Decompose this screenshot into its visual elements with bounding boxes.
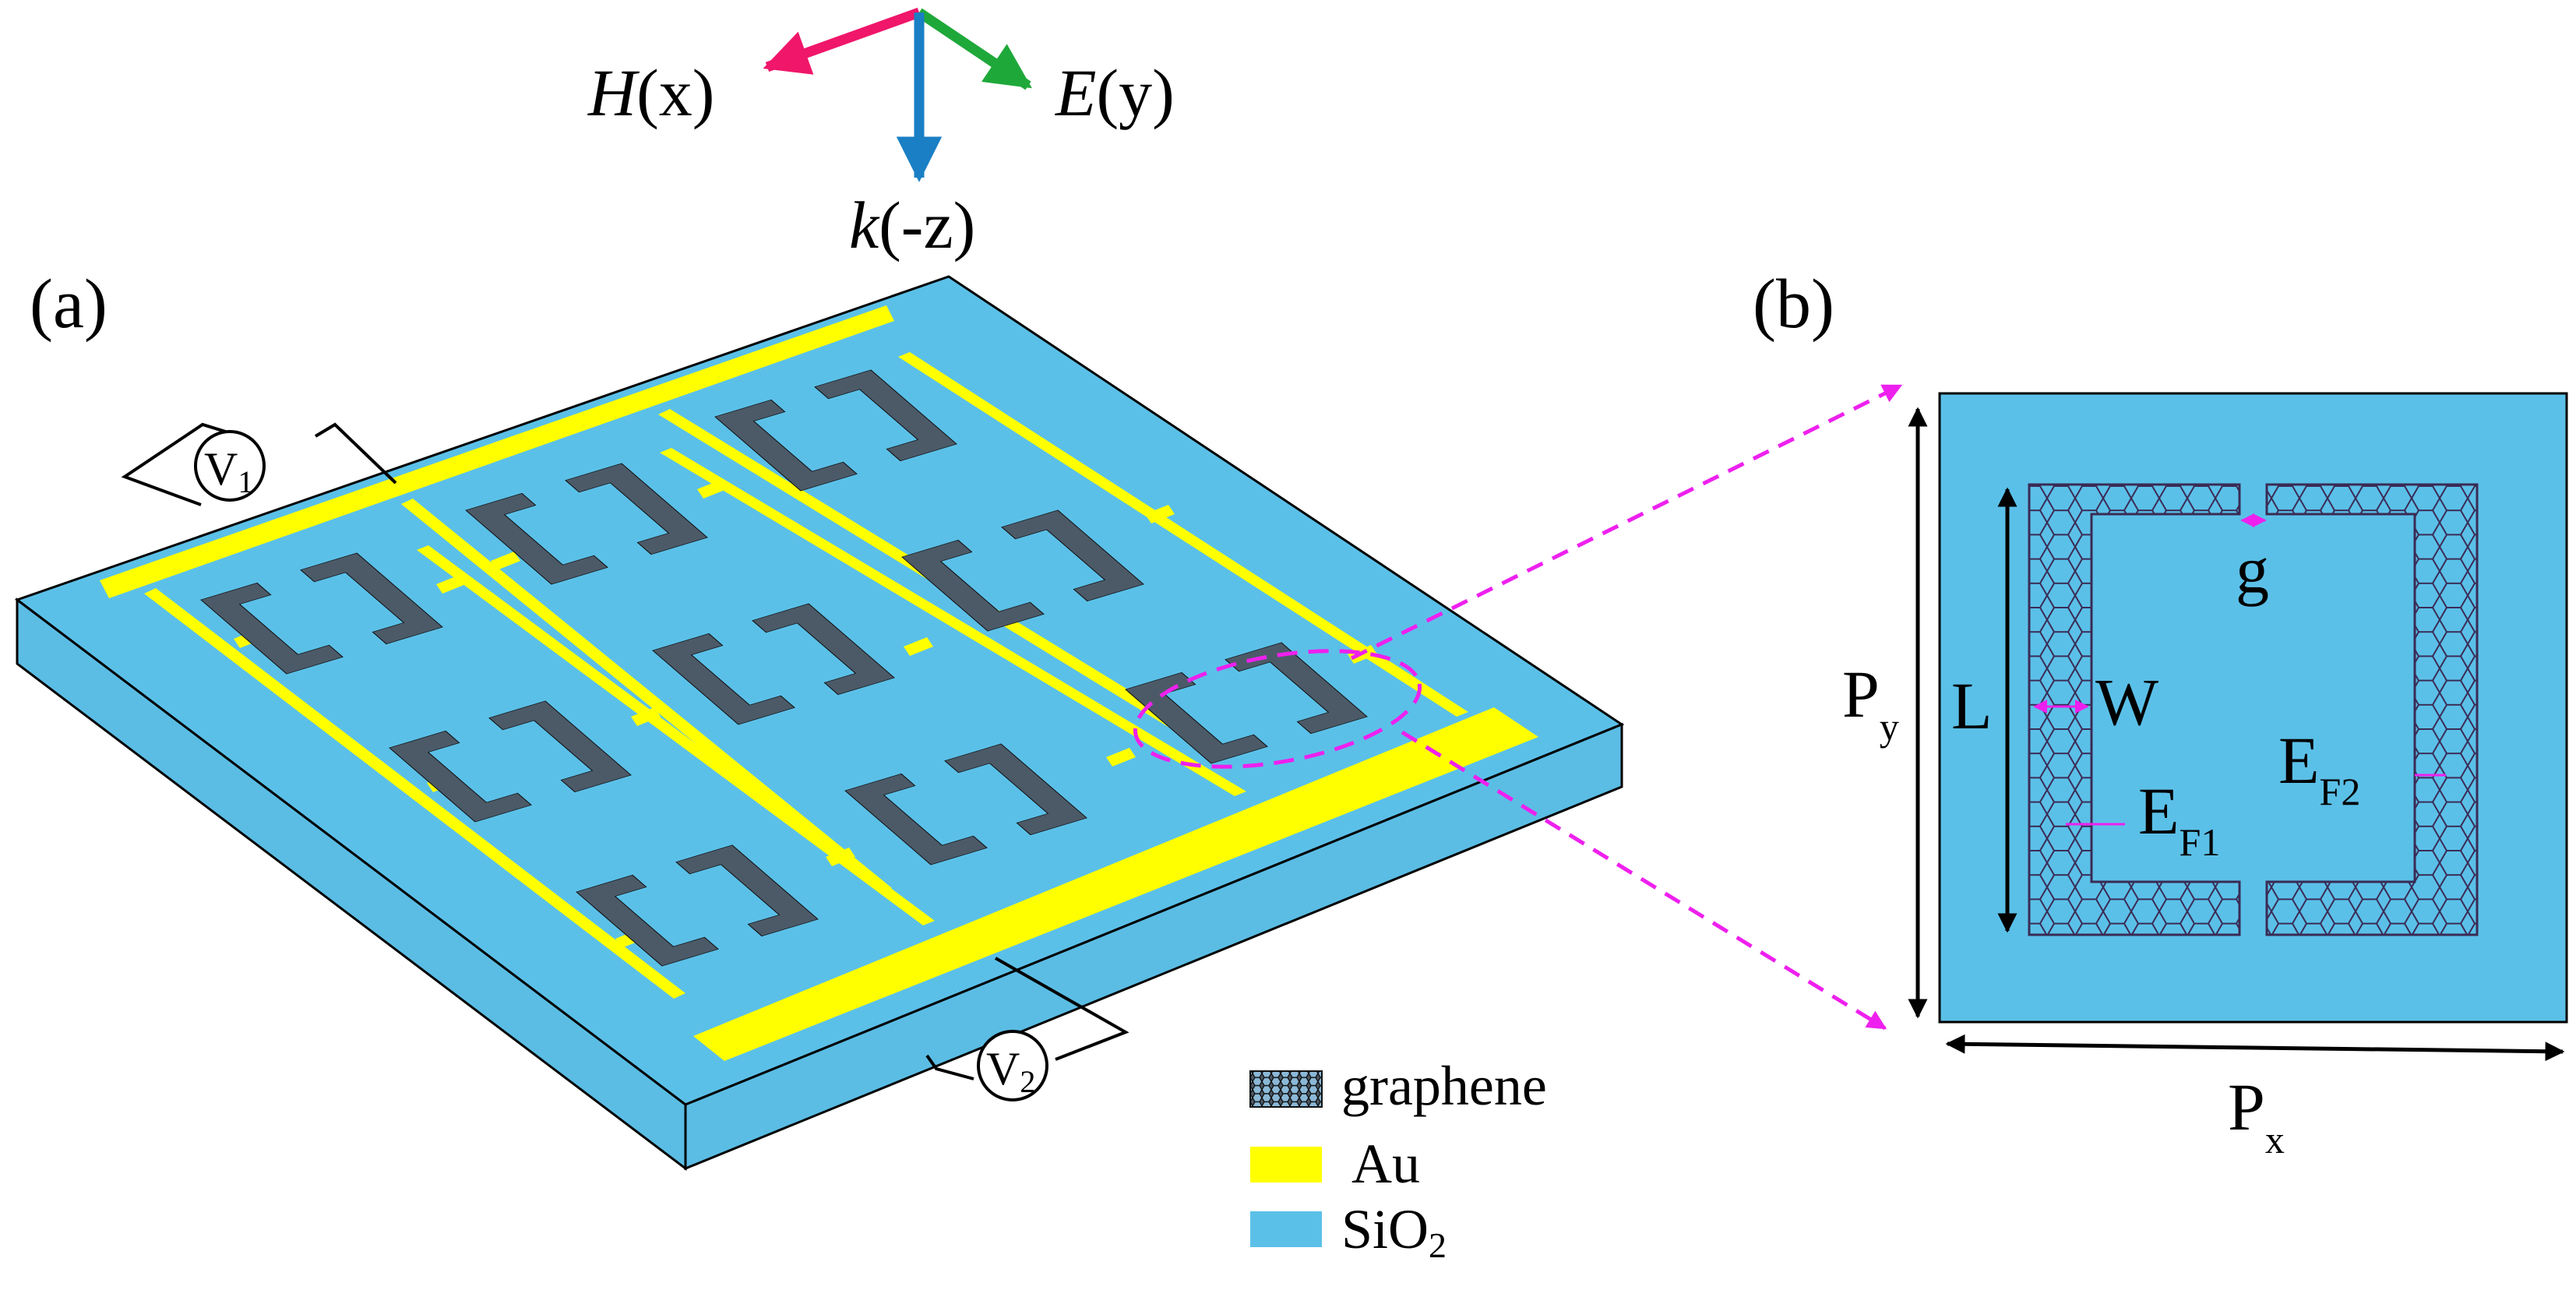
top-bus-electrode [100, 305, 894, 598]
e-axis-label: E(y) [1054, 55, 1175, 130]
legend-sio2-label: SiO2 [1341, 1198, 1447, 1265]
px-label: Px [2228, 1070, 2285, 1161]
substrate-left-face [16, 597, 687, 1172]
voltage-source-v2: V2 [925, 957, 1129, 1101]
electrode-strip [660, 448, 1246, 796]
unit-cell-graphene-ring [2028, 483, 2479, 936]
h-axis-label: H(x) [587, 55, 714, 130]
v1-label: V1 [204, 443, 253, 499]
ef1-label: EF1 [2138, 774, 2220, 864]
field-axes: H(x) E(y) k(-z) [587, 7, 1175, 263]
legend-au-label: Au [1351, 1133, 1420, 1195]
electrode-strip [898, 352, 1468, 717]
k-axis-label: k(-z) [849, 188, 975, 263]
substrate-slab [14, 275, 1625, 1172]
bottom-bus-electrode [693, 707, 1538, 1061]
g-label: g [2236, 532, 2269, 607]
h-arrow-icon [763, 7, 922, 75]
w-label: W [2095, 664, 2158, 739]
dashed-ellipse-icon [1133, 649, 1422, 769]
gold-electrodes [100, 305, 1538, 1061]
zoom-indicator [1133, 383, 1903, 1031]
unit-cell: Py Px L W g EF1 EF2 [1842, 392, 2568, 1161]
voltage-source-v1: V1 [121, 422, 397, 506]
substrate-top [14, 275, 1625, 1106]
electrode-strip [144, 588, 685, 999]
e-arrow-icon [916, 8, 1032, 90]
electrode-strip [401, 499, 892, 893]
legend-graphene-label: graphene [1341, 1055, 1547, 1117]
py-label: Py [1842, 657, 1899, 749]
legend-swatch-au [1250, 1147, 1322, 1182]
v2-label: V2 [986, 1043, 1035, 1099]
legend-swatch-graphene [1249, 1070, 1323, 1108]
panel-a-label: (a) [30, 266, 107, 343]
electrode-strip [417, 545, 935, 925]
l-label: L [1951, 668, 1993, 743]
legend-swatch-sio2 [1250, 1211, 1322, 1247]
ef2-label: EF2 [2278, 723, 2360, 813]
panel-b-label: (b) [1753, 266, 1834, 343]
legend: graphene Au SiO2 [1249, 1055, 1547, 1265]
